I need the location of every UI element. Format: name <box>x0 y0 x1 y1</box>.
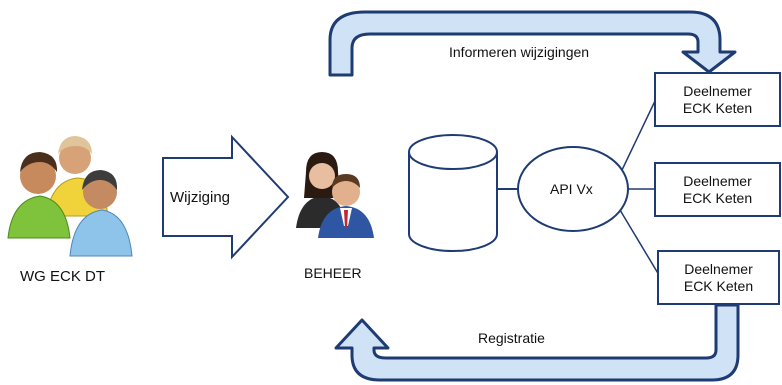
participant-box-1-line1: Deelnemer <box>683 82 752 99</box>
participant-box-1-line2: ECK Keten <box>682 99 753 116</box>
group-label: WG ECK DT <box>20 268 105 285</box>
api-label: API Vx <box>550 181 593 197</box>
participant-box-3-line1: Deelnemer <box>684 260 753 277</box>
participant-box-3-line2: ECK Keten <box>683 277 754 294</box>
participant-box-2-line1: Deelnemer <box>683 172 752 189</box>
business-people-icon <box>296 152 374 238</box>
management-label: BEHEER <box>304 265 362 281</box>
flow-inform-label: Informeren wijzigingen <box>449 44 590 60</box>
flow-change-label: Wijziging <box>170 189 231 206</box>
registration-curved-arrow <box>334 303 740 382</box>
participant-box-1: Deelnemer ECK Keten <box>654 72 781 127</box>
inform-curved-arrow <box>328 10 737 77</box>
api-participant-connector-1 <box>621 100 656 171</box>
database-cylinder <box>408 134 498 252</box>
api-participant-connector-3 <box>619 209 660 276</box>
participant-box-2-line2: ECK Keten <box>682 189 753 206</box>
flow-registration-label: Registratie <box>478 330 545 346</box>
participant-box-3: Deelnemer ECK Keten <box>657 250 780 305</box>
participant-box-2: Deelnemer ECK Keten <box>654 162 781 217</box>
change-block-arrow <box>162 134 290 260</box>
people-group-icon <box>7 136 133 257</box>
